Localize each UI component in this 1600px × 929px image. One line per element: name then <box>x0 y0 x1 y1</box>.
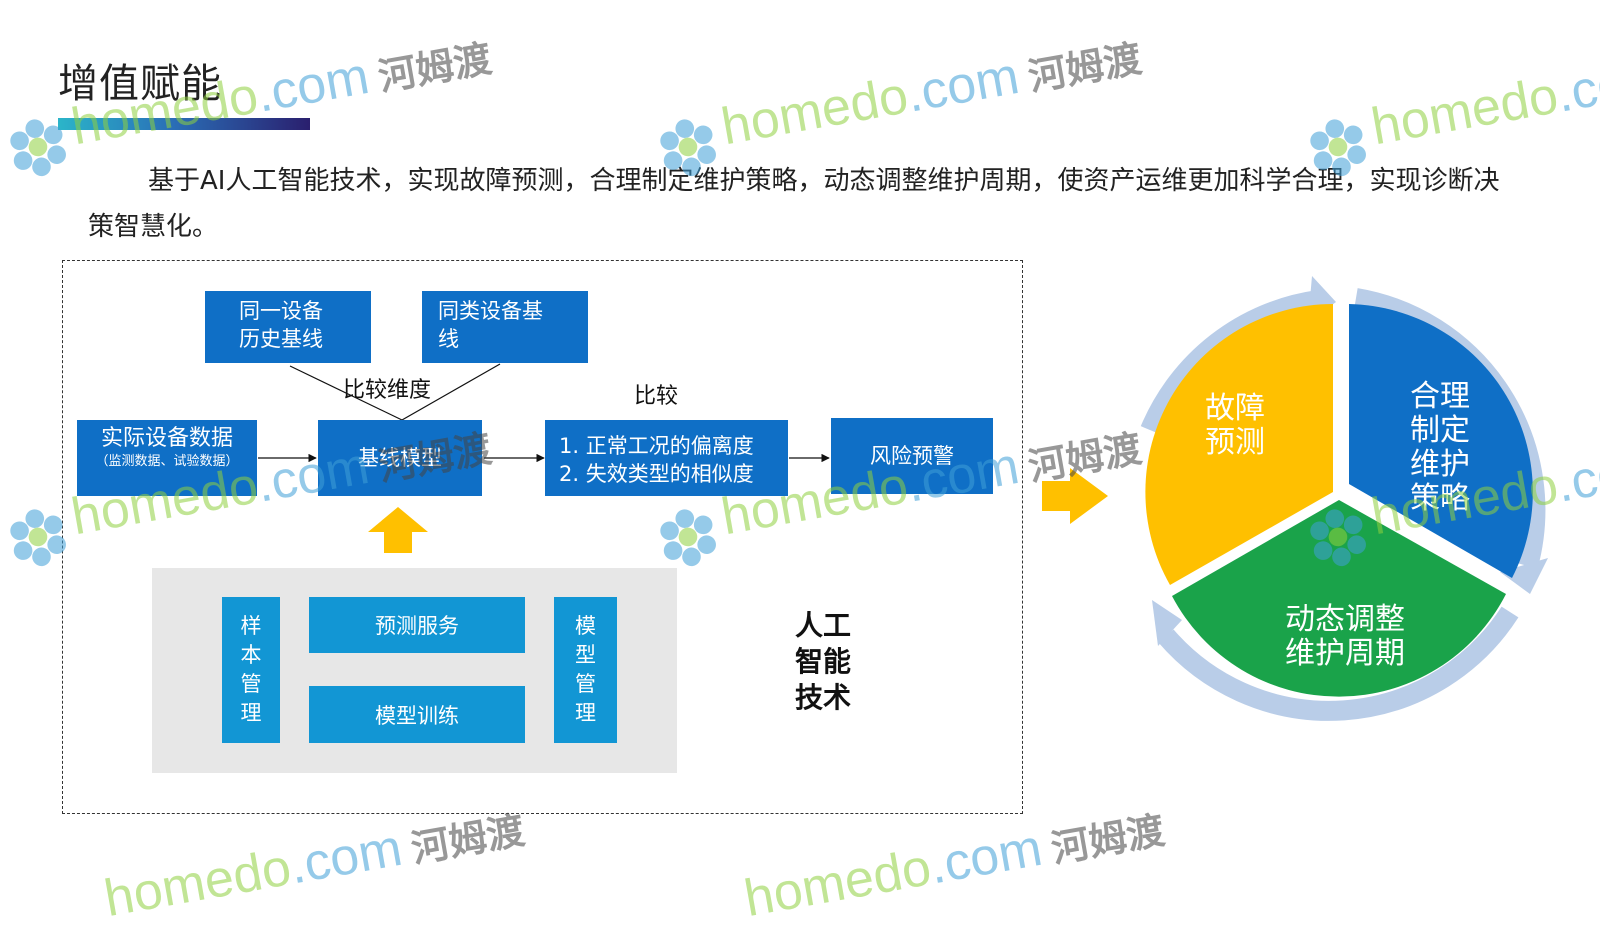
same-device-baseline-box: 同一设备 历史基线 <box>205 291 371 363</box>
similar-device-baseline-box: 同类设备基 线 <box>422 291 588 363</box>
predict-service-box: 预测服务 <box>309 597 525 653</box>
actual-data-subtitle: （监测数据、试验数据） <box>95 454 239 469</box>
right-arrow <box>1042 468 1108 524</box>
up-arrow <box>368 507 428 553</box>
ring-arc-top <box>1140 290 1320 434</box>
ring-arrowhead-bottom <box>1152 600 1182 646</box>
predict-service-label: 预测服务 <box>375 614 459 638</box>
sample-management-label: 样本管理 <box>240 614 262 725</box>
compare-label: 比较 <box>634 384 679 409</box>
compare-results-box: 1. 正常工况的偏离度 2. 失效类型的相似度 <box>545 420 788 496</box>
page-title: 增值赋能 <box>58 61 222 107</box>
model-management-label: 模型管理 <box>575 614 596 725</box>
actual-data-title: 实际设备数据 <box>100 426 233 451</box>
model-management-box: 模型管理 <box>554 597 617 743</box>
risk-warning-box: 风险预警 <box>831 418 993 494</box>
cycle-diagram <box>1140 276 1548 721</box>
ring-arrowhead-right <box>1500 558 1548 594</box>
cycle-label-strategy: 合理 制定 维护 策略 <box>1410 379 1470 516</box>
sector-dynamic-cycle <box>1172 500 1506 697</box>
actual-device-data-box: 实际设备数据 （监测数据、试验数据） <box>77 420 257 496</box>
cycle-label-fault-prediction: 故障 预测 <box>1205 391 1265 460</box>
model-training-label: 模型训练 <box>375 703 459 728</box>
title-underline <box>58 118 310 130</box>
compare-dimension-label: 比较维度 <box>343 378 432 403</box>
diagram-connectors <box>258 363 1108 553</box>
sector-strategy <box>1349 304 1533 578</box>
sample-management-box: 样本管理 <box>222 597 280 743</box>
ai-tech-label: 人工智能技术 <box>795 609 852 714</box>
line-same-baseline <box>289 365 403 421</box>
sector-fault-prediction <box>1145 304 1333 585</box>
cycle-label-dynamic-cycle: 动态调整 维护周期 <box>1285 602 1405 671</box>
line-similar-baseline <box>401 363 501 421</box>
ring-arc-bottom <box>1158 606 1519 721</box>
baseline-model-box: 基线模型 <box>318 420 482 496</box>
intro-paragraph: 基于AI人工智能技术，实现故障预测，合理制定维护策略，动态调整维护周期，使资产运… <box>88 166 1500 242</box>
model-training-box: 模型训练 <box>309 686 525 743</box>
